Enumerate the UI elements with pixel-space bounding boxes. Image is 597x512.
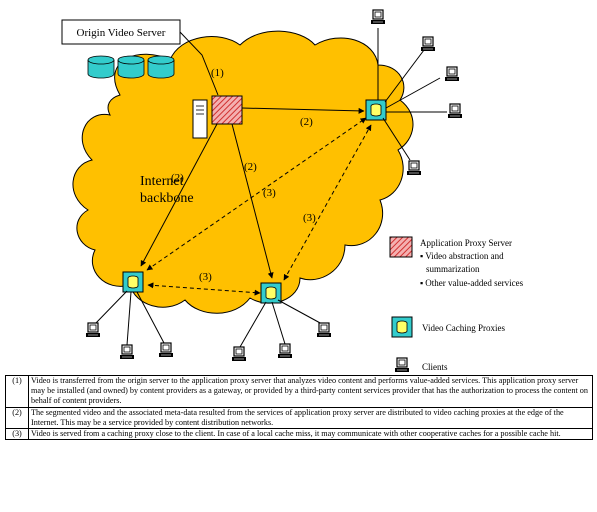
table-row: (3) Video is served from a caching proxy… [5,428,593,441]
step-description: Video is served from a caching proxy clo… [28,428,593,441]
application-proxy-server [211,95,243,125]
client-links [94,28,447,348]
client-computer-icon [406,160,422,176]
legend-cache-icon [391,316,413,338]
internet-label-line1: Internet [140,174,184,189]
step-description: The segmented video and the associated m… [28,406,593,430]
legend-bullet-2: ▪Other value-added services [420,278,524,288]
step-number: (3) [5,428,29,441]
legend-cache-label: Video Caching Proxies [422,323,505,333]
table-row: (2) The segmented video and the associat… [5,406,593,430]
origin-server-label: Origin Video Server [77,27,166,39]
step-description: Video is transferred from the origin ser… [28,375,593,408]
legend-client-icon [394,357,410,373]
legend-app-proxy-title: Application Proxy Server [420,238,512,248]
client-computer-icon [316,322,332,338]
client-computer-icon [158,342,174,358]
origin-to-proxy-connector [179,31,219,96]
edge-label-step2-right: (2) [300,116,313,128]
storage-disks-icon [87,55,175,79]
video-cache-left [122,271,144,293]
legend-clients-label: Clients [422,362,448,372]
client-computer-icon [85,322,101,338]
edge-label-step3-bottom: (3) [199,271,212,283]
step-number: (2) [5,406,29,430]
client-computer-icon [231,346,247,362]
edge-label-step2-left: (2) [171,172,184,184]
client-computer-icon [119,344,135,360]
server-tower-icon [192,99,208,139]
video-cache-right [365,99,387,121]
coop-left-mid [147,282,261,296]
flow-proxy-to-right-cache [241,107,365,114]
coop-mid-right [283,124,372,281]
internet-label-line2: backbone [140,191,194,206]
legend-app-proxy-swatch [389,236,413,258]
client-computer-icon [447,103,463,119]
cdn-architecture-diagram: Origin Video Server [61,9,524,373]
client-computer-icon [420,36,436,52]
edge-label-step1: (1) [211,67,224,79]
table-row: (1) Video is transferred from the origin… [5,375,593,408]
client-computer-icon [277,343,293,359]
step-number: (1) [5,375,29,408]
steps-table: (1) Video is transferred from the origin… [5,375,593,441]
edge-label-step3-right: (3) [303,212,316,224]
client-computer-icon [444,66,460,82]
client-computer-icon [370,9,386,25]
legend-bullet-1: ▪Video abstraction and [420,251,504,261]
edge-label-step2-mid: (2) [244,161,257,173]
coop-left-right [146,117,367,271]
legend-bullet-1-cont: summarization [426,264,480,274]
legend: Application Proxy Server ▪Video abstract… [389,236,524,373]
edge-label-step3-center: (3) [263,187,276,199]
